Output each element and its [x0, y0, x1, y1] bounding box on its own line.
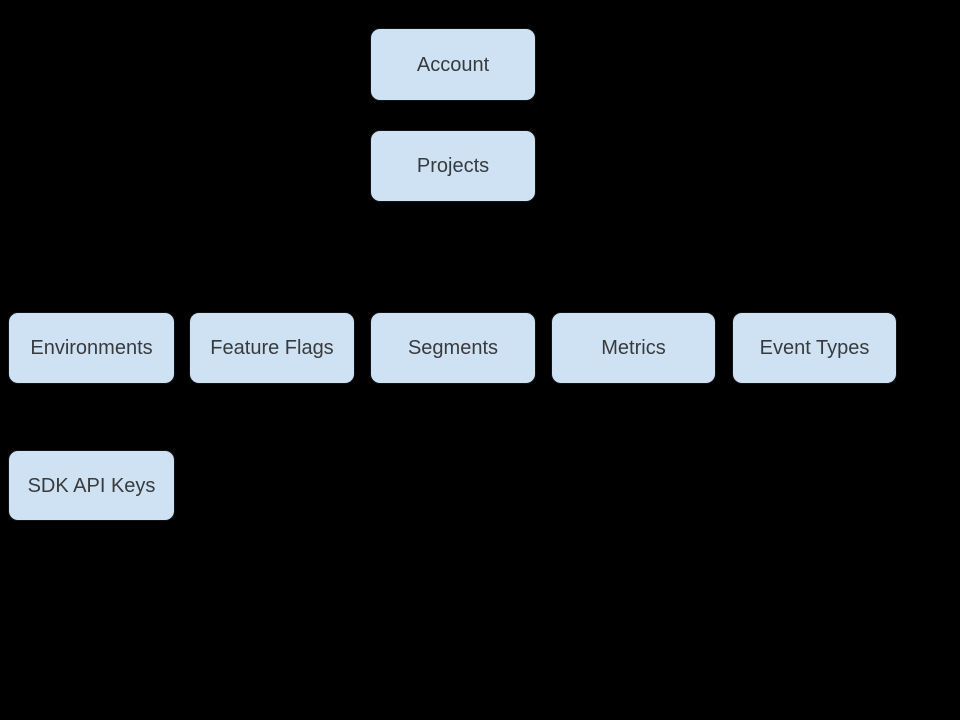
- diagram-node-environments: Environments: [8, 312, 175, 384]
- diagram-node-sdk-api-keys: SDK API Keys: [8, 450, 175, 521]
- diagram-node-label-sdk-api-keys: SDK API Keys: [27, 474, 156, 497]
- diagram-node-metrics: Metrics: [551, 312, 716, 384]
- diagram-node-segments: Segments: [370, 312, 536, 384]
- diagram-node-label-event-types: Event Types: [759, 337, 870, 359]
- diagram-node-event-types: Event Types: [732, 312, 897, 384]
- diagram-node-account: Account: [370, 28, 536, 101]
- diagram-node-label-feature-flags: Feature Flags: [210, 337, 334, 359]
- diagram-node-feature-flags: Feature Flags: [189, 312, 355, 384]
- diagram-node-label-account: Account: [416, 53, 490, 76]
- diagram-node-projects: Projects: [370, 130, 536, 202]
- diagram-node-label-projects: Projects: [416, 155, 490, 177]
- diagram-node-label-segments: Segments: [407, 337, 499, 359]
- diagram-node-label-environments: Environments: [30, 337, 153, 359]
- diagram-node-label-metrics: Metrics: [601, 337, 666, 359]
